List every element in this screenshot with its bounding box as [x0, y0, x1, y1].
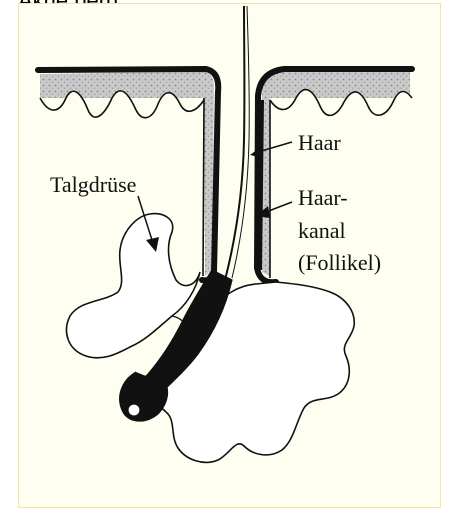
- label-hair-canal-line1: Haar-: [298, 185, 348, 210]
- dermal-papilla: [128, 404, 140, 416]
- label-follicle: (Follikel): [298, 250, 381, 275]
- label-hair: Haar: [298, 130, 341, 155]
- follicle-canal-lining: [260, 100, 262, 270]
- label-sebaceous-gland: Talgdrüse: [50, 172, 136, 197]
- left-canal-wall: [203, 98, 204, 276]
- sebaceous-gland-right-lobe: [155, 282, 354, 462]
- label-hair-canal-line2: kanal: [298, 218, 346, 243]
